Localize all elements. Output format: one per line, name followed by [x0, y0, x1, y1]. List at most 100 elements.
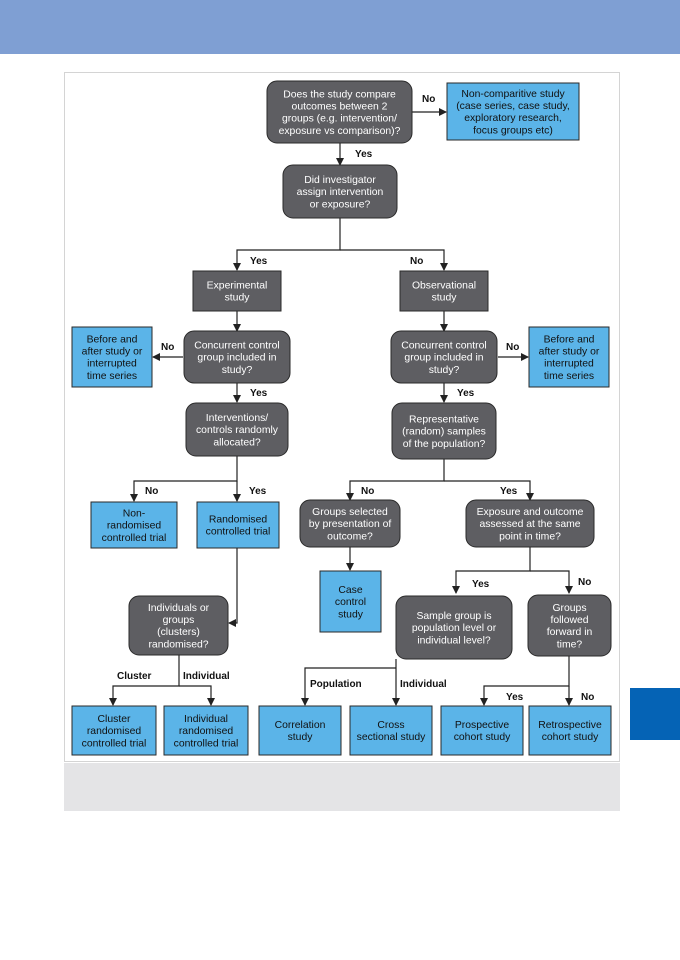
- connectors: [109, 108, 573, 706]
- node-box: [528, 705, 612, 756]
- edge-random-no: [130, 456, 238, 502]
- node-box: [395, 595, 513, 660]
- node-box: [196, 501, 280, 549]
- edge-repr-no: [346, 459, 445, 501]
- label-no: No: [145, 486, 158, 497]
- edge-expout-yes: [452, 547, 531, 594]
- node-box: [258, 705, 342, 756]
- edge-rct-indiv: [228, 548, 238, 627]
- edge-assign-yes: [233, 218, 341, 271]
- node-box: [282, 164, 398, 219]
- label-no: No: [581, 692, 594, 703]
- label-yes: Yes: [250, 388, 268, 399]
- label-population: Population: [310, 679, 362, 690]
- edge-followed-yes: [480, 656, 570, 706]
- node-box: [465, 499, 595, 548]
- node-box: [90, 501, 178, 549]
- label-individual: Individual: [400, 679, 447, 690]
- node-box: [163, 705, 249, 756]
- label-no: No: [161, 342, 174, 353]
- node-box: [192, 270, 282, 312]
- node-box: [440, 705, 524, 756]
- label-yes: Yes: [506, 692, 524, 703]
- node-box: [71, 326, 153, 388]
- label-yes: Yes: [249, 486, 267, 497]
- node-label: Non-comparitive study(case series, case …: [456, 89, 570, 137]
- node-box: [446, 82, 580, 141]
- node-box: [266, 80, 413, 144]
- label-no: No: [578, 577, 591, 588]
- label-yes: Yes: [472, 579, 490, 590]
- node-box: [319, 570, 382, 633]
- edge-cluster: [109, 655, 180, 706]
- node-box: [349, 705, 433, 756]
- node-box: [391, 402, 497, 460]
- chapter-tab: [630, 688, 680, 740]
- edge-labels: No Yes Yes No No Yes No Yes No Yes No Ye…: [117, 94, 594, 703]
- node-box: [399, 270, 489, 312]
- node-box: [183, 330, 291, 384]
- label-yes: Yes: [457, 388, 475, 399]
- label-yes: Yes: [500, 486, 518, 497]
- caption-band: [64, 763, 620, 811]
- label-no: No: [361, 486, 374, 497]
- node-box: [528, 326, 610, 388]
- node-box: [299, 499, 401, 548]
- edge-assign-no: [340, 249, 448, 271]
- edge-population: [301, 667, 396, 706]
- top-banner: [0, 0, 680, 54]
- edge-expout-no: [530, 570, 573, 594]
- node-box: [71, 705, 157, 756]
- label-individual: Individual: [183, 671, 230, 682]
- node-box: [390, 330, 498, 384]
- label-no: No: [410, 256, 423, 267]
- label-yes: Yes: [250, 256, 268, 267]
- node-box: [527, 594, 612, 657]
- node-box: [185, 402, 289, 457]
- label-no: No: [422, 94, 435, 105]
- label-cluster: Cluster: [117, 671, 152, 682]
